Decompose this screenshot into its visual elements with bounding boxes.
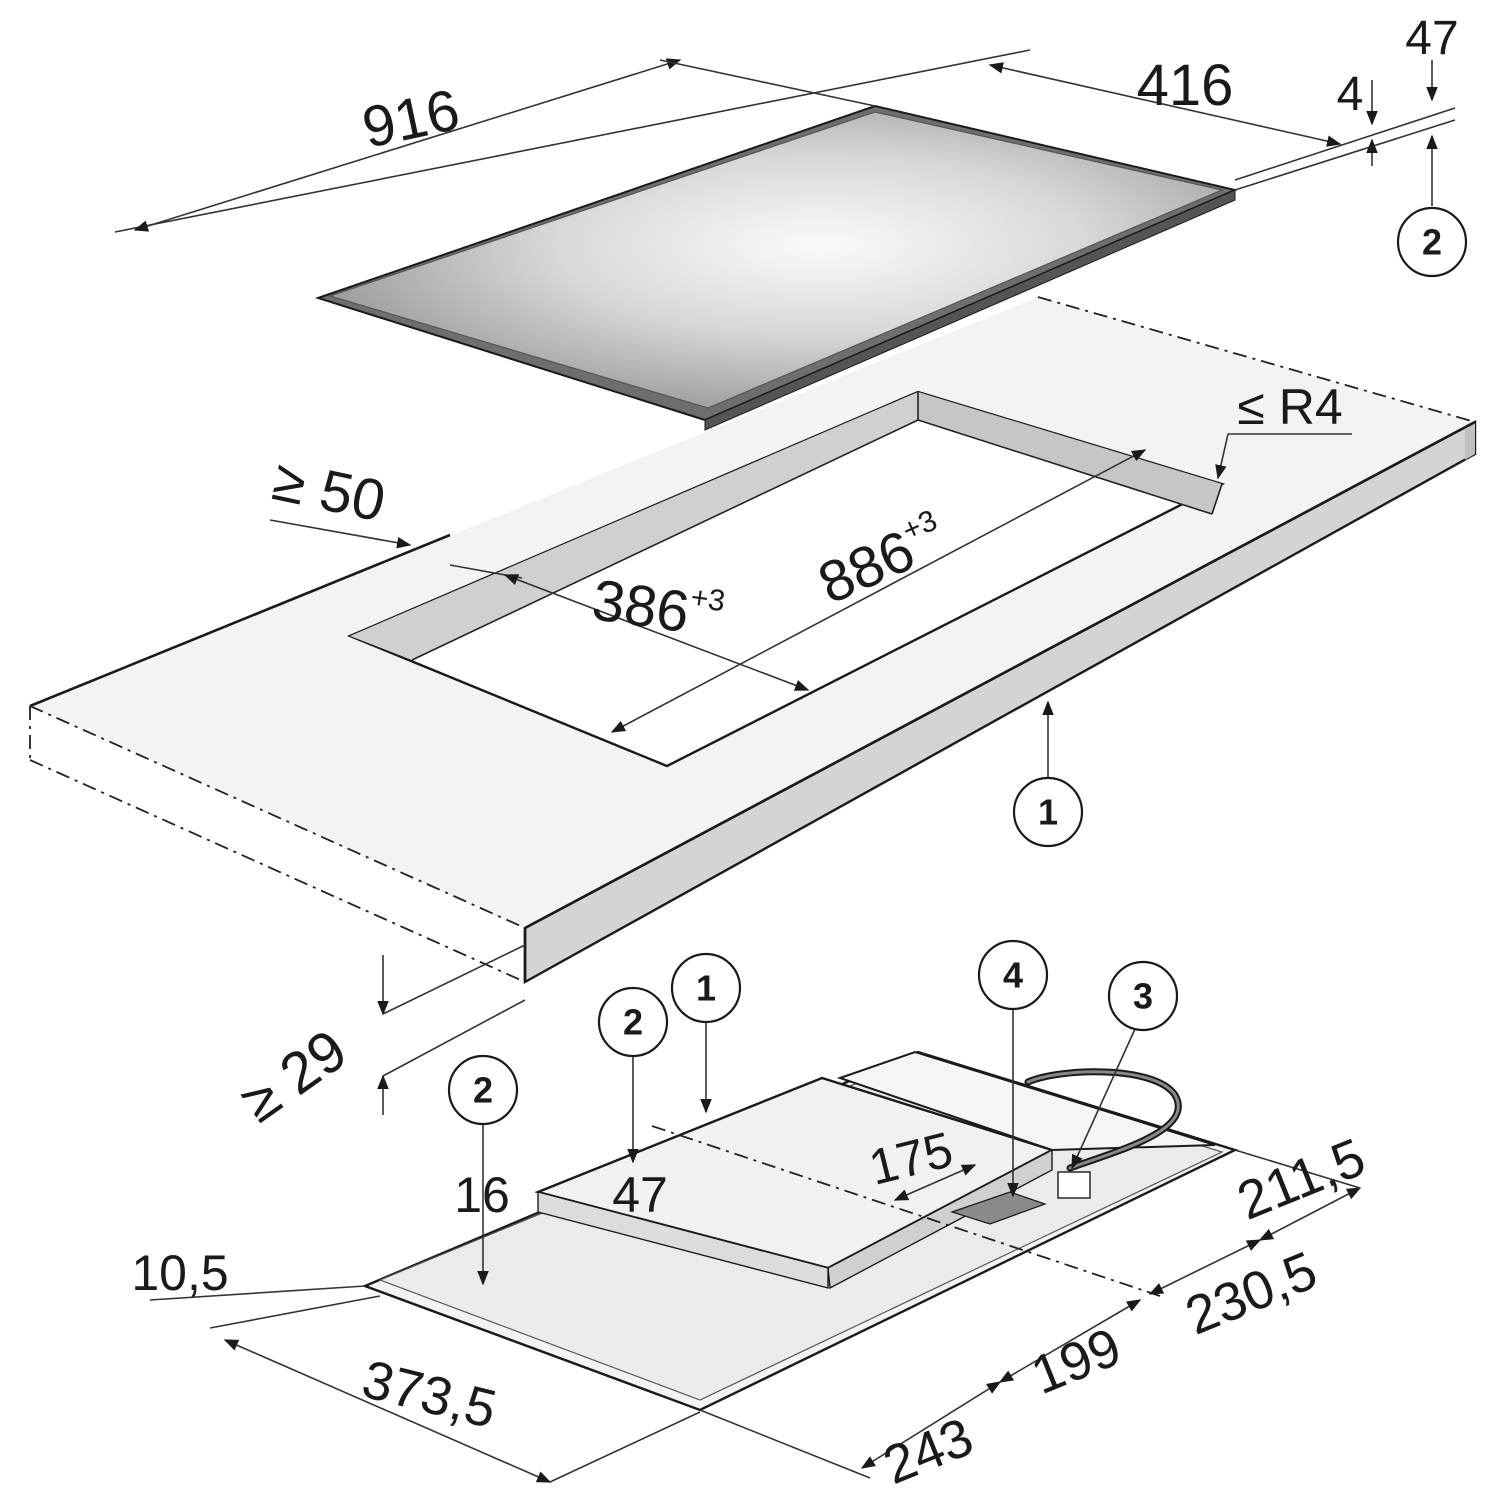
label-211-5: 211,5 <box>1229 1127 1373 1232</box>
svg-text:3: 3 <box>1133 976 1153 1017</box>
callout-4: 4 <box>977 939 1049 1011</box>
callout-2-bottom-b: 2 <box>447 1054 519 1126</box>
hob-bottom-view <box>361 1050 1239 1412</box>
dimension-lines <box>114 49 1456 1483</box>
callout-3: 3 <box>1107 960 1179 1032</box>
label-4: 4 <box>1337 68 1364 121</box>
svg-text:1: 1 <box>696 968 716 1009</box>
label-le-r4: ≤ R4 <box>1237 379 1342 435</box>
callout-1-bottom: 1 <box>670 952 742 1024</box>
cooktop-glass <box>314 104 1239 431</box>
label-47-top: 47 <box>1405 12 1458 65</box>
label-47-bottom: 47 <box>612 1167 668 1223</box>
svg-text:2: 2 <box>1422 222 1442 263</box>
svg-text:4: 4 <box>1003 955 1023 996</box>
svg-text:1: 1 <box>1038 792 1058 833</box>
svg-text:2: 2 <box>623 1002 643 1043</box>
label-16: 16 <box>454 1167 510 1223</box>
label-243: 243 <box>875 1407 981 1496</box>
label-10-5: 10,5 <box>131 1245 228 1301</box>
label-416: 416 <box>1137 53 1234 118</box>
label-ge-50: ≥ 50 <box>267 447 391 534</box>
label-230-5: 230,5 <box>1177 1240 1325 1346</box>
label-ge-29: ≥ 29 <box>229 1017 358 1135</box>
label-373-5: 373,5 <box>357 1349 503 1440</box>
label-199: 199 <box>1023 1317 1129 1406</box>
label-386: 386+3 <box>588 567 727 650</box>
callout-2-bottom-a: 2 <box>597 986 669 1058</box>
callout-2-top: 2 <box>1396 206 1468 278</box>
svg-text:2: 2 <box>473 1070 493 1111</box>
callout-1-worktop: 1 <box>1012 776 1084 848</box>
label-916: 916 <box>357 77 465 161</box>
